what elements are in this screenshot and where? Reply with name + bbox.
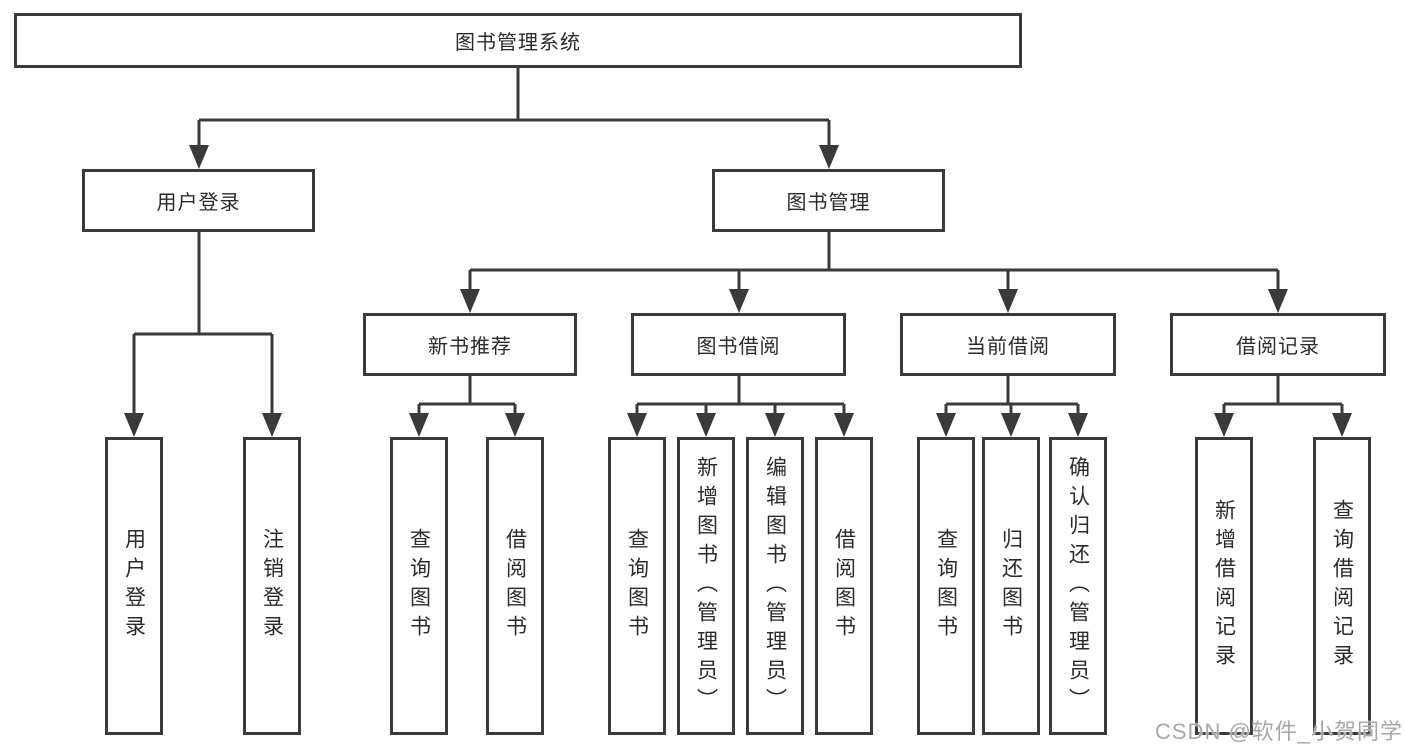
arrowhead-icon: [1332, 413, 1352, 437]
leaf-borrow-books: 借阅图书: [815, 437, 873, 735]
leaf-query-borrow-record: 查询借阅记录: [1313, 437, 1371, 735]
connector-line: [197, 66, 831, 147]
node-borrow-records: 借阅记录: [1170, 313, 1386, 376]
arrowhead-icon: [505, 413, 525, 437]
arrowhead-icon: [460, 289, 480, 313]
leaf-query-books-current: 查询图书: [917, 437, 975, 735]
leaf-label: 借阅图书: [832, 528, 856, 644]
leaf-label: 确认归还（管理员）: [1066, 455, 1090, 717]
node-book-management: 图书管理: [712, 169, 945, 232]
node-root: 图书管理系统: [14, 13, 1022, 68]
leaf-label: 归还图书: [999, 528, 1023, 644]
leaf-add-books-admin: 新增图书（管理员）: [677, 437, 735, 735]
leaf-borrow-books-recommend: 借阅图书: [486, 437, 544, 735]
csdn-watermark: CSDN @软件_小贺同学: [1155, 719, 1404, 744]
arrowhead-icon: [1268, 289, 1288, 313]
arrowhead-icon: [765, 413, 785, 437]
node-user-login: 用户登录: [82, 169, 315, 232]
leaf-user-login: 用户登录: [105, 437, 163, 735]
node-new-book-recommend-label: 新书推荐: [428, 336, 512, 358]
arrowhead-icon: [834, 413, 854, 437]
connector-line: [132, 230, 274, 415]
node-current-borrow-label: 当前借阅: [966, 336, 1050, 358]
arrowhead-icon: [729, 289, 749, 313]
connector-line: [944, 374, 1080, 415]
leaf-label: 用户登录: [122, 528, 146, 644]
leaf-query-books-recommend: 查询图书: [390, 437, 448, 735]
node-borrow-records-label: 借阅记录: [1236, 336, 1320, 358]
leaf-label: 注销登录: [260, 528, 284, 644]
arrowhead-icon: [1068, 413, 1088, 437]
arrowhead-icon: [819, 145, 839, 169]
leaf-label: 新增借阅记录: [1212, 499, 1236, 673]
arrowhead-icon: [1001, 413, 1021, 437]
leaf-add-borrow-record: 新增借阅记录: [1195, 437, 1253, 735]
arrowhead-icon: [627, 413, 647, 437]
leaf-label: 查询借阅记录: [1330, 499, 1354, 673]
node-root-label: 图书管理系统: [455, 32, 581, 54]
connector-line: [1222, 374, 1344, 415]
arrowhead-icon: [189, 145, 209, 169]
leaf-label: 查询图书: [934, 528, 958, 644]
node-new-book-recommend: 新书推荐: [363, 313, 577, 376]
leaf-return-books: 归还图书: [982, 437, 1040, 735]
connector-line: [635, 374, 846, 415]
leaf-label: 编辑图书（管理员）: [763, 455, 787, 717]
arrowheads: [124, 145, 1352, 437]
connector-line: [468, 230, 1280, 291]
leaf-edit-books-admin: 编辑图书（管理员）: [746, 437, 804, 735]
leaf-label: 借阅图书: [503, 528, 527, 644]
arrowhead-icon: [262, 413, 282, 437]
arrowhead-icon: [124, 413, 144, 437]
arrowhead-icon: [409, 413, 429, 437]
leaf-label: 查询图书: [407, 528, 431, 644]
arrowhead-icon: [998, 289, 1018, 313]
node-current-borrow: 当前借阅: [900, 313, 1116, 376]
leaf-label: 查询图书: [625, 528, 649, 644]
leaf-confirm-return-admin: 确认归还（管理员）: [1049, 437, 1107, 735]
node-book-management-label: 图书管理: [786, 192, 871, 214]
leaf-label: 新增图书（管理员）: [694, 455, 718, 717]
arrowhead-icon: [936, 413, 956, 437]
connector-line: [417, 374, 517, 415]
node-book-borrow-label: 图书借阅: [696, 336, 781, 358]
leaf-query-books-borrow: 查询图书: [608, 437, 666, 735]
arrowhead-icon: [1214, 413, 1234, 437]
node-book-borrow: 图书借阅: [631, 313, 846, 376]
arrowhead-icon: [696, 413, 716, 437]
leaf-logout: 注销登录: [243, 437, 301, 735]
node-user-login-label: 用户登录: [156, 192, 241, 214]
